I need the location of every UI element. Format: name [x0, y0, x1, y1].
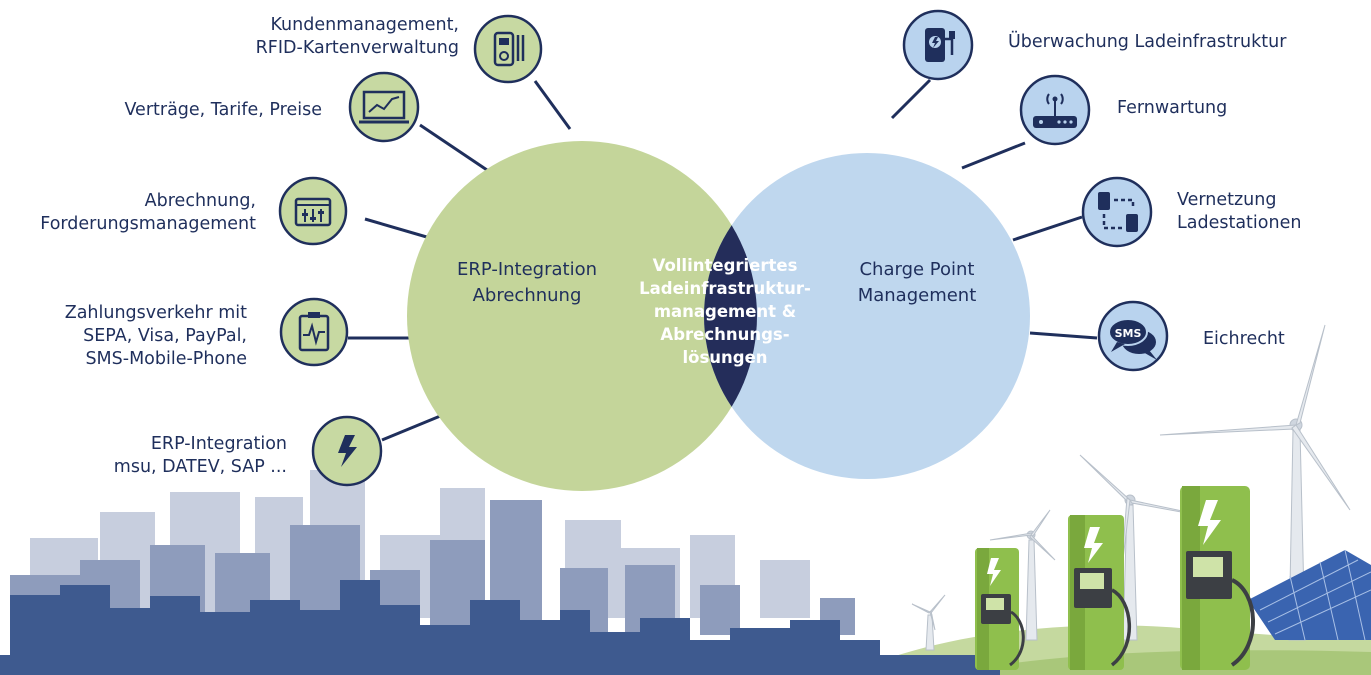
clipboard-pulse-icon	[279, 297, 349, 367]
label-line: Ladestationen	[1177, 213, 1302, 233]
lightning-icon	[311, 415, 383, 487]
charge-point-circle-label: Charge Point Management	[842, 257, 992, 309]
label-line: Abrechnung,	[144, 191, 256, 211]
charging-station-1	[975, 548, 1025, 670]
control-panel-icon	[278, 176, 348, 246]
label-line: Forderungsmanagement	[40, 214, 256, 234]
label-line: Zahlungsverkehr mit	[64, 303, 247, 323]
label-line: Kundenmanagement,	[270, 15, 459, 35]
network-stations-icon	[1081, 176, 1153, 248]
label-line: Vernetzung	[1177, 190, 1277, 210]
city-skyline	[0, 470, 1000, 675]
charging-station-3	[1180, 486, 1255, 670]
connector-lines	[348, 78, 1098, 442]
multimeter-icon	[473, 14, 543, 84]
label-line: ERP-Integration	[150, 434, 287, 454]
erp-circle-label-line: ERP-Integration	[456, 259, 598, 280]
center-label-line: Abrechnungs-	[660, 325, 790, 344]
left-item-label-abrechnung: Abrechnung, Forderungsmanagement	[40, 190, 256, 236]
label-line: RFID-Kartenverwaltung	[255, 38, 459, 58]
center-label-line: management &	[653, 302, 797, 321]
sms-bubble-icon: SMS	[1097, 300, 1169, 372]
charge-point-circle-label-line: Charge Point	[859, 259, 975, 280]
label-line: Eichrecht	[1203, 329, 1285, 349]
right-item-label-ueberwachung: Überwachung Ladeinfrastruktur	[1008, 31, 1286, 54]
laptop-chart-icon	[348, 71, 420, 143]
label-line: msu, DATEV, SAP ...	[113, 457, 287, 477]
solar-panel	[1248, 549, 1371, 641]
right-item-label-fernwartung: Fernwartung	[1117, 97, 1227, 120]
svg-text:SMS: SMS	[1115, 327, 1142, 340]
charging-station-2	[1068, 515, 1132, 670]
label-line: Fernwartung	[1117, 98, 1228, 118]
charge-point-circle-label-line: Management	[857, 285, 977, 306]
center-label-line: Ladeinfrastruktur-	[639, 279, 811, 298]
erp-circle-label: ERP-Integration Abrechnung	[452, 257, 602, 309]
left-item-label-kundenmanagement: Kundenmanagement, RFID-Kartenverwaltung	[256, 14, 459, 60]
venn-diagram	[407, 139, 1030, 492]
center-label-line: lösungen	[682, 348, 768, 367]
label-line: Verträge, Tarife, Preise	[124, 100, 322, 120]
charge-point-circle	[704, 153, 1030, 479]
left-item-label-erp-integration: ERP-Integration msu, DATEV, SAP ...	[114, 433, 287, 479]
center-label-line: Vollintegriertes	[652, 256, 798, 275]
right-item-label-eichrecht: Eichrecht	[1203, 328, 1285, 351]
left-item-label-vertraege: Verträge, Tarife, Preise	[124, 99, 322, 122]
erp-circle	[407, 141, 757, 491]
left-item-label-zahlungsverkehr: Zahlungsverkehr mit SEPA, Visa, PayPal, …	[65, 302, 247, 371]
center-label: Vollintegriertes Ladeinfrastruktur- mana…	[615, 254, 835, 369]
label-line: SEPA, Visa, PayPal,	[83, 326, 247, 346]
charging-station-icon	[902, 9, 974, 81]
erp-circle-label-line: Abrechnung	[472, 285, 582, 306]
right-item-label-vernetzung: Vernetzung Ladestationen	[1177, 189, 1301, 235]
label-line: SMS-Mobile-Phone	[85, 349, 247, 369]
label-line: Überwachung Ladeinfrastruktur	[1008, 32, 1287, 52]
router-icon	[1019, 74, 1091, 146]
